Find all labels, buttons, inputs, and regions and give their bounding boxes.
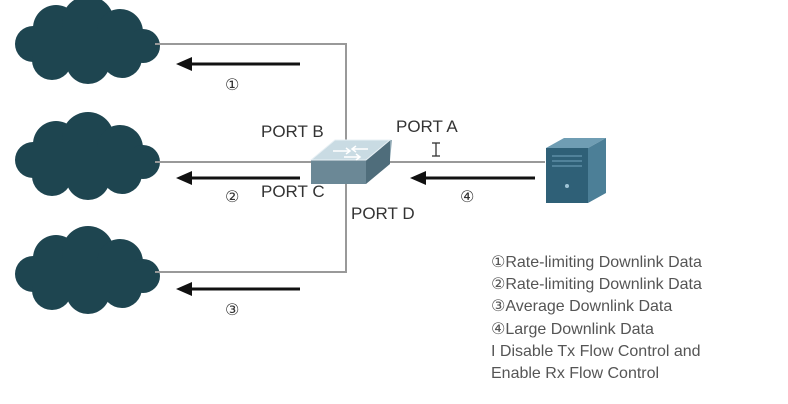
legend-item-6: Enable Rx Flow Control (491, 365, 660, 383)
legend-item-2: ②Rate-limiting Downlink Data (491, 276, 702, 294)
legend-item-5: I Disable Tx Flow Control and (491, 342, 701, 360)
cloud-icon-middle (15, 112, 160, 200)
marker-1: ① (225, 75, 239, 94)
cloud-icon-bottom (15, 226, 160, 314)
port-d-label: PORT D (351, 204, 415, 223)
legend-item-4: ④Large Downlink Data (491, 320, 654, 338)
cloud-icon-top (15, 0, 160, 84)
arrow-icon-1 (176, 57, 300, 71)
legend: ①Rate-limiting Downlink Data ②Rate-limit… (491, 252, 781, 385)
arrow-icon-2 (176, 171, 300, 185)
port-c-label: PORT C (261, 182, 325, 201)
marker-3: ③ (225, 300, 239, 319)
marker-4: ④ (460, 187, 474, 206)
arrow-icon-3 (176, 282, 300, 296)
arrow-icon-4 (410, 171, 535, 185)
link-port-b (155, 43, 347, 148)
flow-control-marker (432, 142, 440, 157)
link-lines (155, 43, 545, 273)
port-a-label: PORT A (396, 117, 458, 136)
marker-2: ② (225, 187, 239, 206)
port-b-label: PORT B (261, 122, 324, 141)
arrows (176, 57, 535, 296)
legend-item-3: ③Average Downlink Data (491, 298, 673, 316)
link-port-d (155, 182, 347, 273)
switch-icon (309, 139, 392, 184)
server-icon (546, 138, 606, 203)
legend-item-1: ①Rate-limiting Downlink Data (491, 254, 702, 271)
